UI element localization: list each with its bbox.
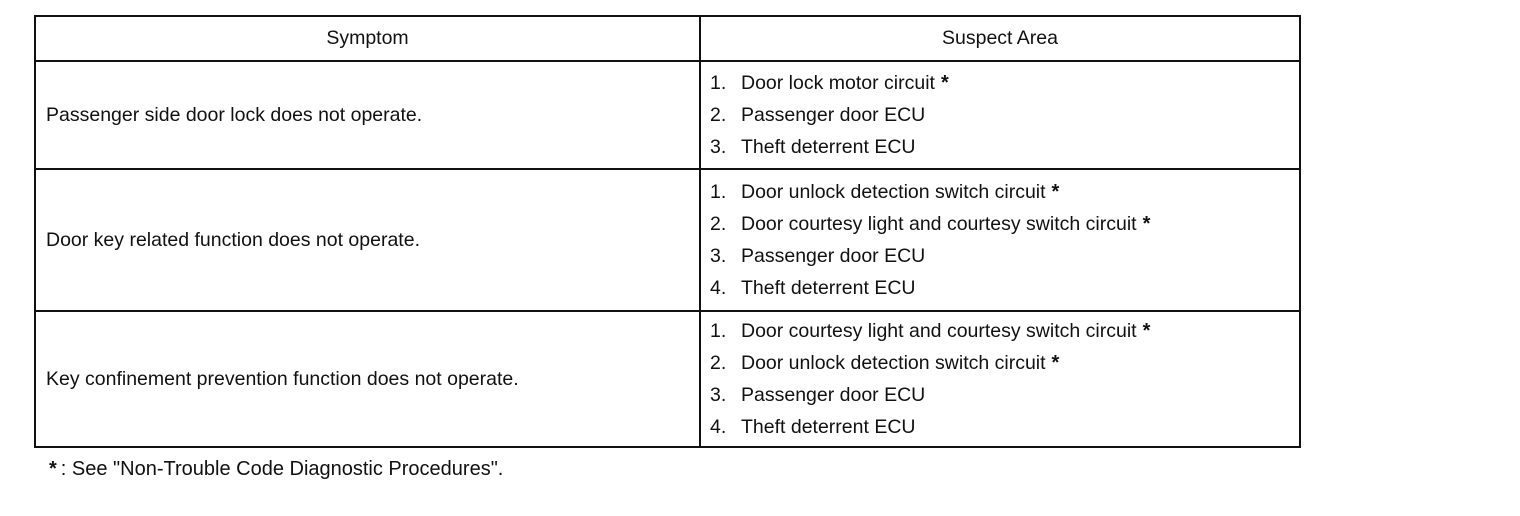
header-symptom: Symptom	[34, 15, 701, 62]
item-number: 4.	[710, 277, 727, 299]
suspect-item: 2. Door unlock detection switch circuit*	[710, 347, 1299, 379]
item-number: 1.	[710, 181, 727, 203]
table-row: Passenger side door lock does not operat…	[34, 60, 1301, 170]
item-text: Theft deterrent ECU	[741, 416, 916, 438]
suspect-list: 1. Door lock motor circuit* 2. Passenger d…	[710, 67, 1299, 163]
asterisk-mark: *	[940, 72, 949, 94]
item-number: 2.	[710, 104, 727, 126]
item-number: 2.	[710, 213, 727, 235]
item-text: Passenger door ECU	[741, 104, 926, 126]
suspect-area-cell: 1. Door courtesy light and courtesy switc…	[699, 310, 1301, 448]
suspect-list: 1.Door unlock detection switch circuit* …	[710, 176, 1299, 304]
suspect-item: 1. Door courtesy light and courtesy switc…	[710, 315, 1299, 347]
item-text: Passenger door ECU	[741, 384, 926, 406]
asterisk-mark: *	[1051, 352, 1060, 374]
item-number: 3.	[710, 136, 727, 158]
table-row: Door key related function does not opera…	[34, 168, 1301, 312]
suspect-item: 3. Theft deterrent ECU	[710, 131, 1299, 163]
item-text: Door lock motor circuit	[741, 72, 935, 94]
item-number: 2.	[710, 352, 727, 374]
footnote: *: See "Non-Trouble Code Diagnostic Proc…	[49, 458, 503, 481]
item-text: Door courtesy light and courtesy switch …	[741, 213, 1137, 235]
asterisk-mark: *	[1142, 213, 1151, 235]
suspect-item: 1. Door lock motor circuit*	[710, 67, 1299, 99]
table-header-row: Symptom Suspect Area	[34, 15, 1301, 62]
suspect-item: 3. Passenger door ECU	[710, 379, 1299, 411]
item-text: Passenger door ECU	[741, 245, 926, 267]
item-text: Theft deterrent ECU	[741, 136, 916, 158]
item-text: Door unlock detection switch circuit	[741, 181, 1046, 203]
header-suspect-area: Suspect Area	[699, 15, 1301, 62]
item-text: Theft deterrent ECU	[741, 277, 916, 299]
item-number: 1.	[710, 72, 727, 94]
item-text: Door unlock detection switch circuit	[741, 352, 1046, 374]
symptom-cell: Passenger side door lock does not operat…	[34, 60, 701, 170]
item-number: 3.	[710, 245, 727, 267]
suspect-item: 4. Theft deterrent ECU	[710, 272, 1299, 304]
suspect-item: 2. Passenger door ECU	[710, 99, 1299, 131]
footnote-text: : See "Non-Trouble Code Diagnostic Proce…	[60, 458, 504, 480]
item-number: 4.	[710, 416, 727, 438]
suspect-list: 1. Door courtesy light and courtesy switc…	[710, 315, 1299, 443]
asterisk-mark: *	[1142, 320, 1151, 342]
table-row: Key confinement prevention function does…	[34, 310, 1301, 448]
suspect-area-cell: 1.Door unlock detection switch circuit* …	[699, 168, 1301, 312]
asterisk-mark: *	[49, 458, 57, 480]
suspect-item: 4. Theft deterrent ECU	[710, 411, 1299, 443]
suspect-item: 3. Passenger door ECU	[710, 240, 1299, 272]
item-text: Door courtesy light and courtesy switch …	[741, 320, 1137, 342]
asterisk-mark: *	[1051, 181, 1060, 203]
suspect-item: 1. Door unlock detection switch circuit*	[710, 176, 1299, 208]
item-number: 3.	[710, 384, 727, 406]
item-number: 1.	[710, 320, 727, 342]
suspect-area-cell: 1. Door lock motor circuit* 2. Passenger d…	[699, 60, 1301, 170]
diagnostic-table: Symptom Suspect Area Passenger side door…	[34, 15, 1301, 448]
symptom-cell: Key confinement prevention function does…	[34, 310, 701, 448]
symptom-cell: Door key related function does not opera…	[34, 168, 701, 312]
suspect-item: 2. Door courtesy light and courtesy switc…	[710, 208, 1299, 240]
